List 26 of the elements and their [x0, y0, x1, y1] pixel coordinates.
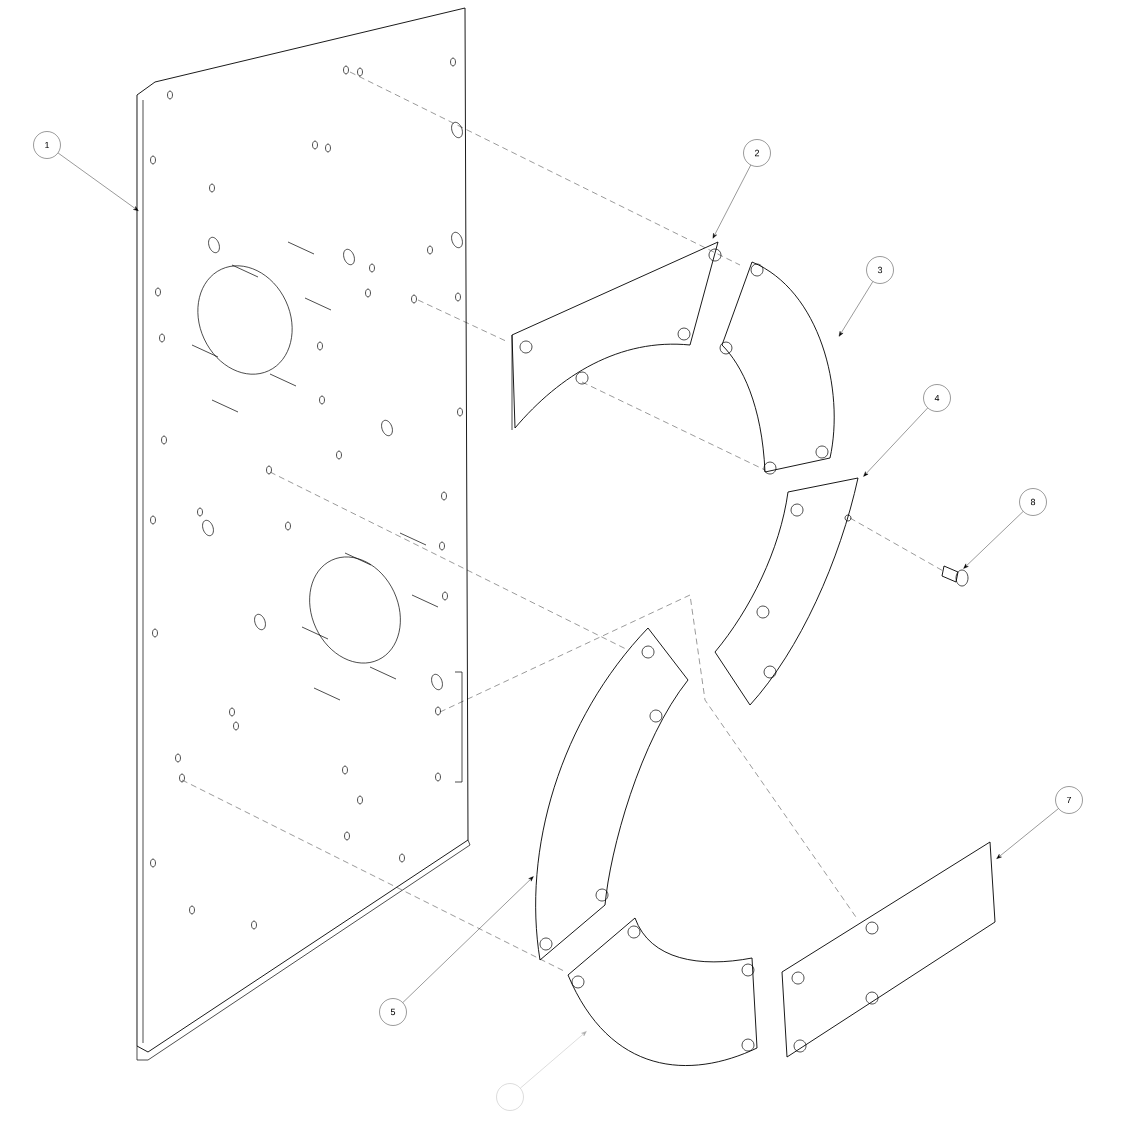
callout-balloon: 7 — [1055, 786, 1083, 814]
leader-line — [996, 808, 1059, 859]
guard-drawing — [719, 261, 835, 475]
leader-line — [57, 152, 139, 211]
callout-balloon — [496, 1083, 524, 1111]
assembly-line — [581, 381, 766, 471]
guard-drawing — [535, 627, 689, 961]
callout-balloon: 2 — [743, 139, 771, 167]
callout-balloon: 8 — [1019, 488, 1047, 516]
guard-drawing — [714, 477, 859, 706]
leader-line — [402, 876, 534, 1003]
guard-drawing — [567, 917, 758, 1066]
callout-balloon: 3 — [866, 256, 894, 284]
leader-line — [520, 1031, 587, 1089]
leader-line — [712, 164, 751, 239]
callout-balloon: 1 — [33, 131, 61, 159]
callout-balloon: 5 — [379, 998, 407, 1026]
leader-line — [863, 407, 928, 477]
cover-drawing — [781, 841, 996, 1058]
assembly-line — [349, 71, 741, 266]
plate-drawing — [136, 7, 471, 1061]
guard-drawing — [511, 241, 722, 431]
screw-drawing — [941, 565, 969, 587]
leader-line — [838, 281, 873, 337]
callout-balloon: 4 — [923, 384, 951, 412]
leader-line — [963, 511, 1024, 569]
